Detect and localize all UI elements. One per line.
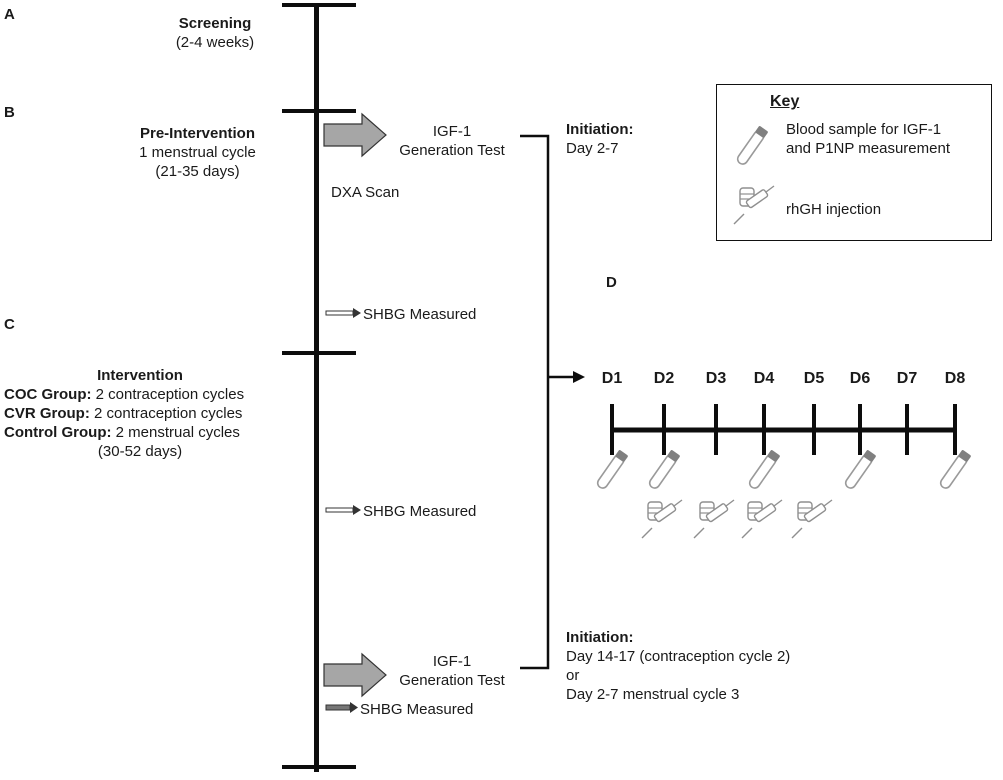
syringe-icon xyxy=(733,185,775,225)
day-label-d8: D8 xyxy=(944,370,966,387)
igf1-test-bottom-label: IGF-1 Generation Test xyxy=(392,652,512,690)
group-name: COC Group xyxy=(4,386,87,403)
igf1-line2: Generation Test xyxy=(399,142,505,159)
initiation-bottom-line3: Day 2-7 menstrual cycle 3 xyxy=(566,686,740,703)
day-label-d4: D4 xyxy=(753,370,775,387)
screening-title: Screening xyxy=(178,15,252,32)
timeline-tick-end xyxy=(282,765,356,769)
syringe-icon-d3 xyxy=(693,499,735,539)
pre-intervention-line2: (21-35 days) xyxy=(155,163,240,180)
initiation-bottom: Initiation: Day 14-17 (contraception cyc… xyxy=(566,628,790,704)
initiation-top: Initiation: Day 2-7 xyxy=(566,120,634,158)
blood-sample-icon-d1 xyxy=(594,448,630,492)
igf1-line2: Generation Test xyxy=(399,672,505,689)
pre-intervention-block: Pre-Intervention 1 menstrual cycle (21-3… xyxy=(115,124,280,181)
igf1-test-arrow-bottom xyxy=(323,652,387,698)
shbg-arrow-3 xyxy=(325,702,358,713)
key-injection-label: rhGH injection xyxy=(786,201,882,218)
day-label-d3: D3 xyxy=(705,370,727,387)
intervention-group-cvr: CVR Group: 2 contraception cycles xyxy=(4,405,243,422)
bracket-arrowhead xyxy=(573,371,585,383)
key-title: Key xyxy=(770,93,800,110)
group-detail: 2 menstrual cycles xyxy=(115,424,240,441)
initiation-bottom-line1: Day 14-17 (contraception cycle 2) xyxy=(566,648,791,665)
day-label-d2: D2 xyxy=(653,370,675,387)
blood-sample-icon-d4 xyxy=(746,448,782,492)
key-blood-line2: and P1NP measurement xyxy=(786,140,950,157)
shbg-arrow-1 xyxy=(325,308,361,318)
day-label-d5: D5 xyxy=(803,370,825,387)
blood-sample-icon-d2 xyxy=(646,448,682,492)
intervention-group-coc: COC Group: 2 contraception cycles xyxy=(4,386,245,403)
group-name: CVR Group xyxy=(4,405,85,422)
intervention-title: Intervention xyxy=(97,367,183,384)
shbg-measured-label-3: SHBG Measured xyxy=(360,701,474,718)
schedule-timeline xyxy=(594,404,973,539)
intervention-group-control: Control Group: 2 menstrual cycles xyxy=(4,424,240,441)
initiation-top-title: Initiation: xyxy=(566,121,634,138)
pre-intervention-title: Pre-Intervention xyxy=(139,125,256,142)
day-label-d6: D6 xyxy=(849,370,871,387)
group-detail: 2 contraception cycles xyxy=(95,386,245,403)
panel-label-d: D xyxy=(606,274,617,291)
key-blood-line1: Blood sample for IGF-1 xyxy=(786,121,942,138)
initiation-bottom-title: Initiation: xyxy=(566,629,634,646)
initiation-bracket xyxy=(520,134,575,670)
intervention-block: Intervention COC Group: 2 contraception … xyxy=(4,366,276,461)
initiation-bottom-line2: or xyxy=(566,667,580,684)
blood-sample-icon-d6 xyxy=(842,448,878,492)
shbg-measured-label-1: SHBG Measured xyxy=(363,306,477,323)
panel-label-b: B xyxy=(4,104,15,121)
syringe-icon-d2 xyxy=(641,499,683,539)
group-name: Control Group xyxy=(4,424,107,441)
syringe-icon-d5 xyxy=(791,499,833,539)
pre-intervention-line1: 1 menstrual cycle xyxy=(139,144,256,161)
key-box xyxy=(716,84,992,241)
day-label-d1: D1 xyxy=(601,370,623,387)
igf1-line1: IGF-1 xyxy=(432,123,472,140)
group-detail: 2 contraception cycles xyxy=(94,405,243,422)
screening-block: Screening (2-4 weeks) xyxy=(150,14,280,52)
panel-label-a: A xyxy=(4,6,15,23)
igf1-test-arrow-top xyxy=(323,112,387,158)
shbg-measured-label-2: SHBG Measured xyxy=(363,503,477,520)
blood-sample-icon xyxy=(734,124,770,168)
timeline-tick-intervention xyxy=(282,351,356,355)
screening-duration: (2-4 weeks) xyxy=(175,34,255,51)
timeline-tick-screening xyxy=(282,3,356,7)
syringe-icon-d4 xyxy=(741,499,783,539)
igf1-line1: IGF-1 xyxy=(432,653,472,670)
shbg-arrow-2 xyxy=(325,505,361,515)
blood-sample-icon-d8 xyxy=(937,448,973,492)
panel-label-c: C xyxy=(4,316,15,333)
dxa-scan-label: DXA Scan xyxy=(331,184,400,201)
day-label-d7: D7 xyxy=(896,370,918,387)
timeline-tick-pre-intervention xyxy=(282,109,356,113)
igf1-test-top-label: IGF-1 Generation Test xyxy=(392,122,512,160)
intervention-duration: (30-52 days) xyxy=(97,443,183,460)
initiation-top-detail: Day 2-7 xyxy=(566,140,619,157)
main-timeline xyxy=(314,4,319,772)
key-blood-label: Blood sample for IGF-1 and P1NP measurem… xyxy=(786,120,950,158)
